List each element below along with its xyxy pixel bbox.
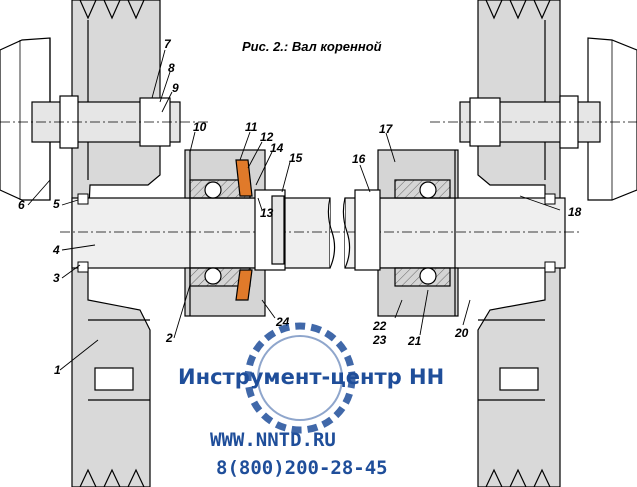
right-bolt bbox=[430, 95, 637, 149]
watermark-brand: Инструмент-центр НН bbox=[178, 365, 444, 389]
callout-labels: 1 2 3 4 5 6 7 8 9 10 11 12 13 14 15 16 1… bbox=[18, 37, 582, 377]
callout-20: 20 bbox=[454, 326, 469, 340]
watermark-website: WWW.NNTD.RU bbox=[210, 429, 336, 451]
callout-8: 8 bbox=[168, 61, 175, 75]
callout-1: 1 bbox=[54, 363, 61, 377]
callout-12: 12 bbox=[260, 130, 274, 144]
callout-17: 17 bbox=[379, 122, 394, 136]
callout-10: 10 bbox=[193, 120, 207, 134]
shaft-collars bbox=[77, 193, 556, 273]
leader-lines bbox=[27, 49, 561, 371]
watermark-phone: 8(800)200-28-45 bbox=[216, 457, 388, 479]
left-outer-disc bbox=[0, 37, 51, 201]
callout-4: 4 bbox=[52, 243, 60, 257]
callout-22: 22 bbox=[372, 319, 387, 333]
callout-13: 13 bbox=[260, 206, 274, 220]
callout-2: 2 bbox=[165, 331, 173, 345]
saw-blade-icon bbox=[244, 322, 356, 434]
callout-23: 23 bbox=[372, 333, 387, 347]
figure-title: Рис. 2.: Вал коренной bbox=[242, 39, 382, 54]
watermark: Инструмент-центр НН WWW.NNTD.RU 8(800)20… bbox=[178, 322, 444, 479]
callout-21: 21 bbox=[407, 334, 422, 348]
right-bearing-housing bbox=[354, 149, 459, 317]
callout-9: 9 bbox=[172, 81, 179, 95]
callout-15: 15 bbox=[289, 151, 303, 165]
callout-18: 18 bbox=[568, 205, 582, 219]
callout-5: 5 bbox=[53, 197, 60, 211]
callout-6: 6 bbox=[18, 198, 25, 212]
callout-3: 3 bbox=[53, 271, 60, 285]
callout-16: 16 bbox=[352, 152, 366, 166]
right-outer-disc bbox=[587, 37, 637, 201]
callout-11: 11 bbox=[245, 120, 258, 134]
callout-14: 14 bbox=[270, 141, 284, 155]
callout-7: 7 bbox=[164, 37, 172, 51]
left-bolt bbox=[0, 95, 210, 149]
main-shaft bbox=[60, 197, 580, 269]
